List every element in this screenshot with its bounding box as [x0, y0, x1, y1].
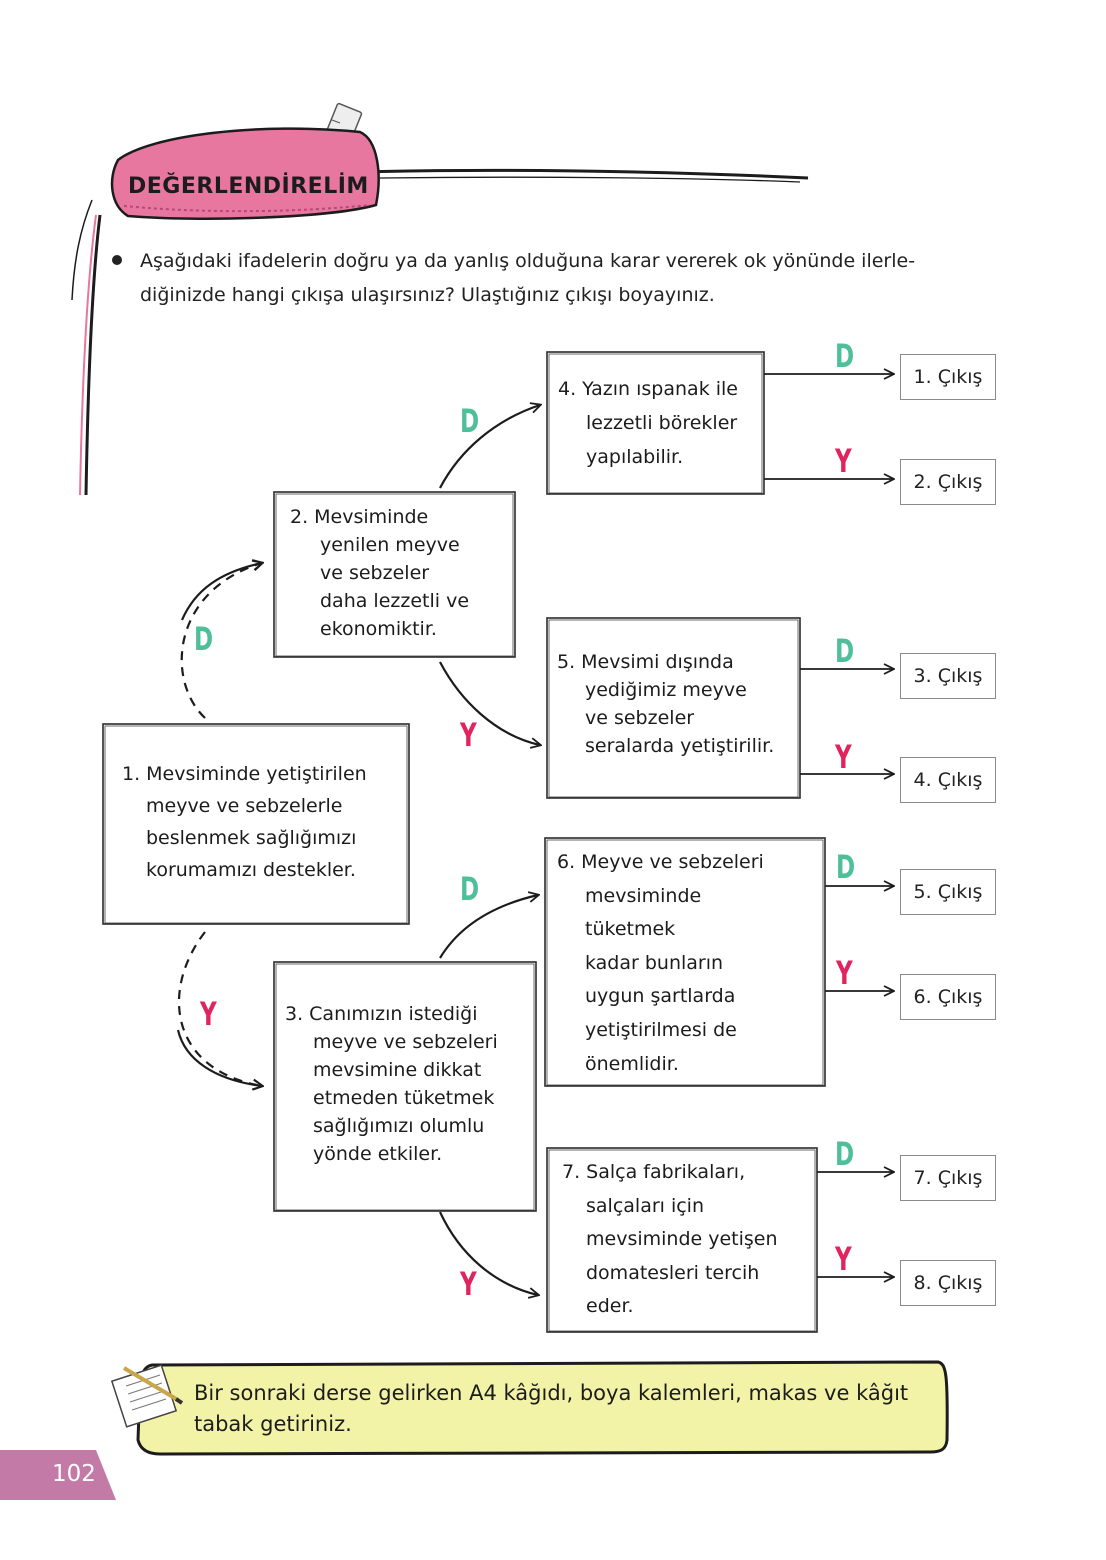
arrow-3-to-7	[439, 1211, 538, 1295]
page-tab	[0, 1450, 116, 1500]
note-line: tabak getiriniz.	[194, 1412, 352, 1436]
instruction-line: Aşağıdaki ifadelerin doğru ya da yanlış …	[140, 250, 916, 272]
question-line: meyve ve sebzeleri	[313, 1031, 498, 1053]
question-box-4	[546, 351, 765, 495]
instruction-text: Aşağıdaki ifadelerin doğru ya da yanlış …	[140, 244, 1010, 312]
label-true: D	[460, 402, 480, 440]
question-line: salçaları için	[586, 1194, 705, 1217]
question-line: ve sebzeler	[320, 562, 430, 584]
question-line: kadar bunların	[585, 951, 724, 974]
question-line: yönde etkiler.	[313, 1143, 443, 1165]
label-false: Y	[835, 1240, 852, 1278]
question-line: yediğimiz meyve	[585, 679, 747, 701]
page-number: 102	[52, 1461, 96, 1487]
label-false: Y	[835, 738, 852, 776]
label-false: Y	[460, 716, 477, 754]
question-line: korumamızı destekler.	[146, 859, 356, 881]
question-5-text: 5. Mevsimi dışında yediğimiz meyve ve se…	[557, 648, 774, 760]
label-true: D	[835, 1135, 855, 1173]
note-text: Bir sonraki derse gelirken A4 kâğıdı, bo…	[194, 1378, 944, 1440]
question-line: mevsimine dikkat	[313, 1059, 482, 1081]
question-box-6	[544, 837, 826, 1087]
question-4-text: 4. Yazın ıspanak ile lezzetli börekler y…	[558, 372, 738, 474]
header-underline	[359, 168, 809, 180]
label-true: D	[836, 848, 856, 886]
arrow-3-to-6	[439, 895, 538, 959]
question-line: domatesleri tercih	[586, 1261, 760, 1284]
question-line: uygun şartlarda	[585, 985, 736, 1008]
arrow-2-to-5	[439, 661, 540, 745]
question-3-text: 3. Canımızın istediği meyve ve sebzeleri…	[285, 1000, 498, 1168]
exit-7[interactable]: 7. Çıkış	[900, 1155, 996, 1201]
label-false: Y	[836, 954, 853, 992]
question-line: yapılabilir.	[586, 446, 684, 468]
question-line: 5. Mevsimi dışında	[557, 651, 734, 673]
exit-1[interactable]: 1. Çıkış	[900, 354, 996, 400]
question-box-2	[273, 491, 516, 658]
question-line: önemlidir.	[585, 1052, 679, 1075]
question-line: ekonomiktir.	[320, 618, 437, 640]
margin-line	[84, 214, 102, 496]
question-line: tüketmek	[585, 918, 676, 941]
question-box-1	[102, 723, 410, 925]
question-line: seralarda yetiştirilir.	[585, 735, 775, 757]
question-line: meyve ve sebzelerle	[146, 795, 343, 817]
label-true: D	[835, 632, 855, 670]
question-1-text: 1. Mevsiminde yetiştirilen meyve ve sebz…	[122, 758, 367, 886]
arrow-2-to-4	[439, 405, 540, 489]
question-line: yetiştirilmesi de	[585, 1018, 737, 1041]
label-false: Y	[460, 1265, 477, 1303]
question-line: etmeden tüketmek	[313, 1087, 495, 1109]
question-line: 4. Yazın ıspanak ile	[558, 378, 738, 400]
notepad-icon	[110, 1364, 184, 1428]
label-true: D	[835, 337, 855, 375]
question-line: mevsiminde yetişen	[586, 1228, 778, 1251]
question-line: 3. Canımızın istediği	[285, 1003, 478, 1025]
question-line: daha lezzetli ve	[320, 590, 470, 612]
arrow-1-to-3	[177, 931, 262, 1086]
title-banner	[110, 127, 380, 220]
question-line: yenilen meyve	[320, 534, 460, 556]
question-line: 7. Salça fabrikaları,	[562, 1161, 746, 1183]
question-line: lezzetli börekler	[586, 412, 738, 434]
exit-6[interactable]: 6. Çıkış	[900, 974, 996, 1020]
page-title: DEĞERLENDİRELİM	[128, 174, 369, 199]
instruction-line: diğinizde hangi çıkışa ulaşırsınız? Ulaş…	[140, 284, 715, 306]
question-line: 1. Mevsiminde yetiştirilen	[122, 763, 367, 785]
question-line: 2. Mevsiminde	[290, 506, 429, 528]
instruction-bullet	[112, 255, 122, 265]
exit-4[interactable]: 4. Çıkış	[900, 757, 996, 803]
question-line: sağlığımızı olumlu	[313, 1115, 485, 1137]
label-true: D	[460, 870, 480, 908]
question-line: eder.	[586, 1295, 634, 1318]
question-box-5	[546, 617, 801, 799]
label-false: Y	[835, 442, 852, 480]
question-7-text: 7. Salça fabrikaları, salçaları için mev…	[562, 1156, 778, 1324]
question-2-text: 2. Mevsiminde yenilen meyve ve sebzeler …	[290, 503, 469, 643]
question-line: 6. Meyve ve sebzeleri	[557, 851, 764, 873]
exit-8[interactable]: 8. Çıkış	[900, 1260, 996, 1306]
question-box-7	[546, 1147, 818, 1333]
label-false: Y	[200, 995, 217, 1033]
question-line: beslenmek sağlığımızı	[146, 827, 357, 849]
note-line: Bir sonraki derse gelirken A4 kâğıdı, bo…	[194, 1381, 909, 1405]
question-box-3	[273, 961, 537, 1212]
exit-2[interactable]: 2. Çıkış	[900, 459, 996, 505]
arrow-1-to-2	[180, 563, 262, 719]
exit-3[interactable]: 3. Çıkış	[900, 653, 996, 699]
exit-5[interactable]: 5. Çıkış	[900, 869, 996, 915]
question-line: ve sebzeler	[585, 707, 695, 729]
question-6-text: 6. Meyve ve sebzeleri mevsiminde tüketme…	[557, 846, 764, 1081]
question-line: mevsiminde	[585, 884, 702, 907]
label-true: D	[194, 620, 214, 658]
